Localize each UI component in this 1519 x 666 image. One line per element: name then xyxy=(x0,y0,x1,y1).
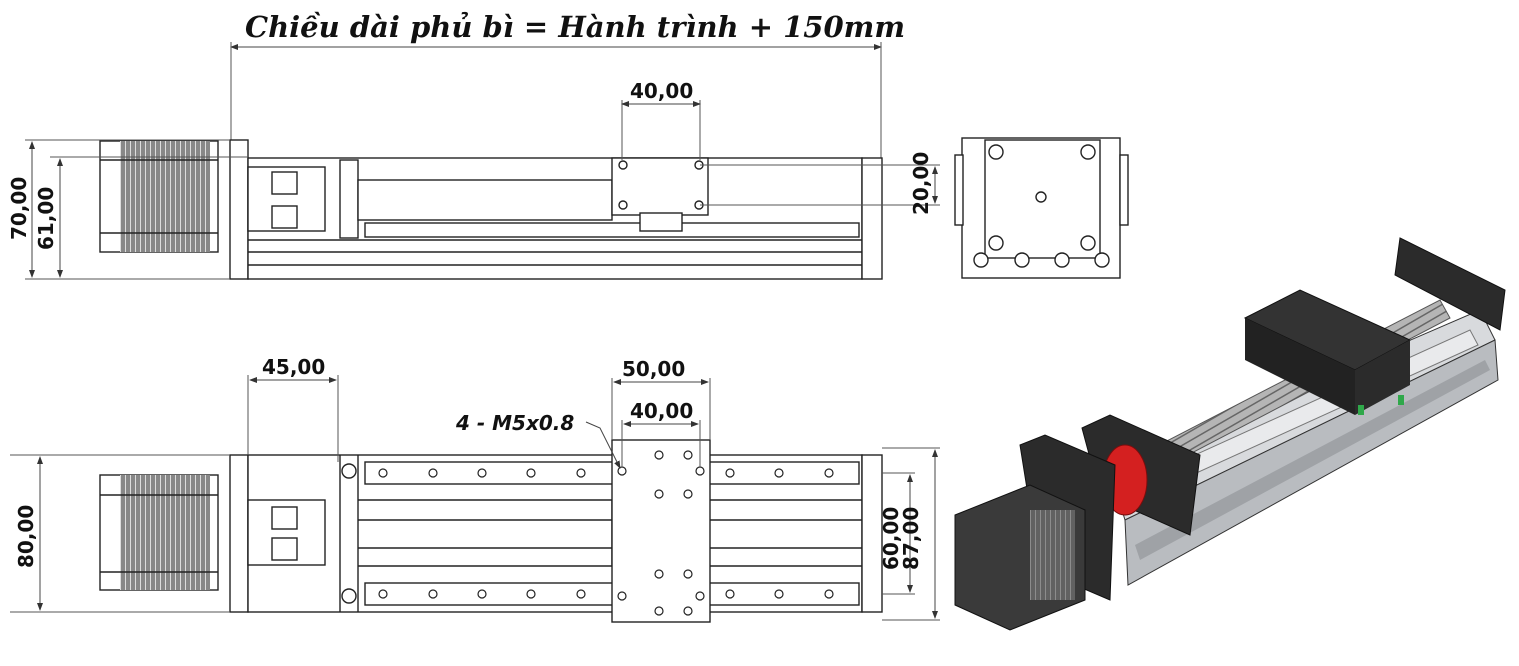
isometric-render xyxy=(954,237,1506,631)
dim-carriage-width-top: 40,00 xyxy=(630,79,693,103)
dim-rail-spacing: 60,00 xyxy=(879,507,903,570)
motor-fins xyxy=(120,141,210,252)
carriage xyxy=(611,157,709,216)
dim-end-height: 87,00 xyxy=(899,507,923,570)
end-view xyxy=(954,137,1129,279)
dim-carriage-width-bottom: 50,00 xyxy=(622,357,685,381)
thread-note: 4 - M5x0.8 xyxy=(455,411,574,435)
bottom-view xyxy=(99,439,883,623)
dim-height-motor: 61,00 xyxy=(34,187,58,250)
dim-carriage-offset: 20,00 xyxy=(909,152,933,215)
carriage-bottom xyxy=(611,439,711,623)
top-view xyxy=(99,139,883,280)
dim-height-outer: 70,00 xyxy=(7,177,31,240)
dim-hole-spacing: 40,00 xyxy=(630,399,693,423)
dim-width: 80,00 xyxy=(14,505,38,568)
dim-motor-offset: 45,00 xyxy=(262,355,325,379)
end-plate xyxy=(1394,237,1506,331)
overall-length-title: Chiều dài phủ bì = Hành trình + 150mm xyxy=(245,10,905,44)
